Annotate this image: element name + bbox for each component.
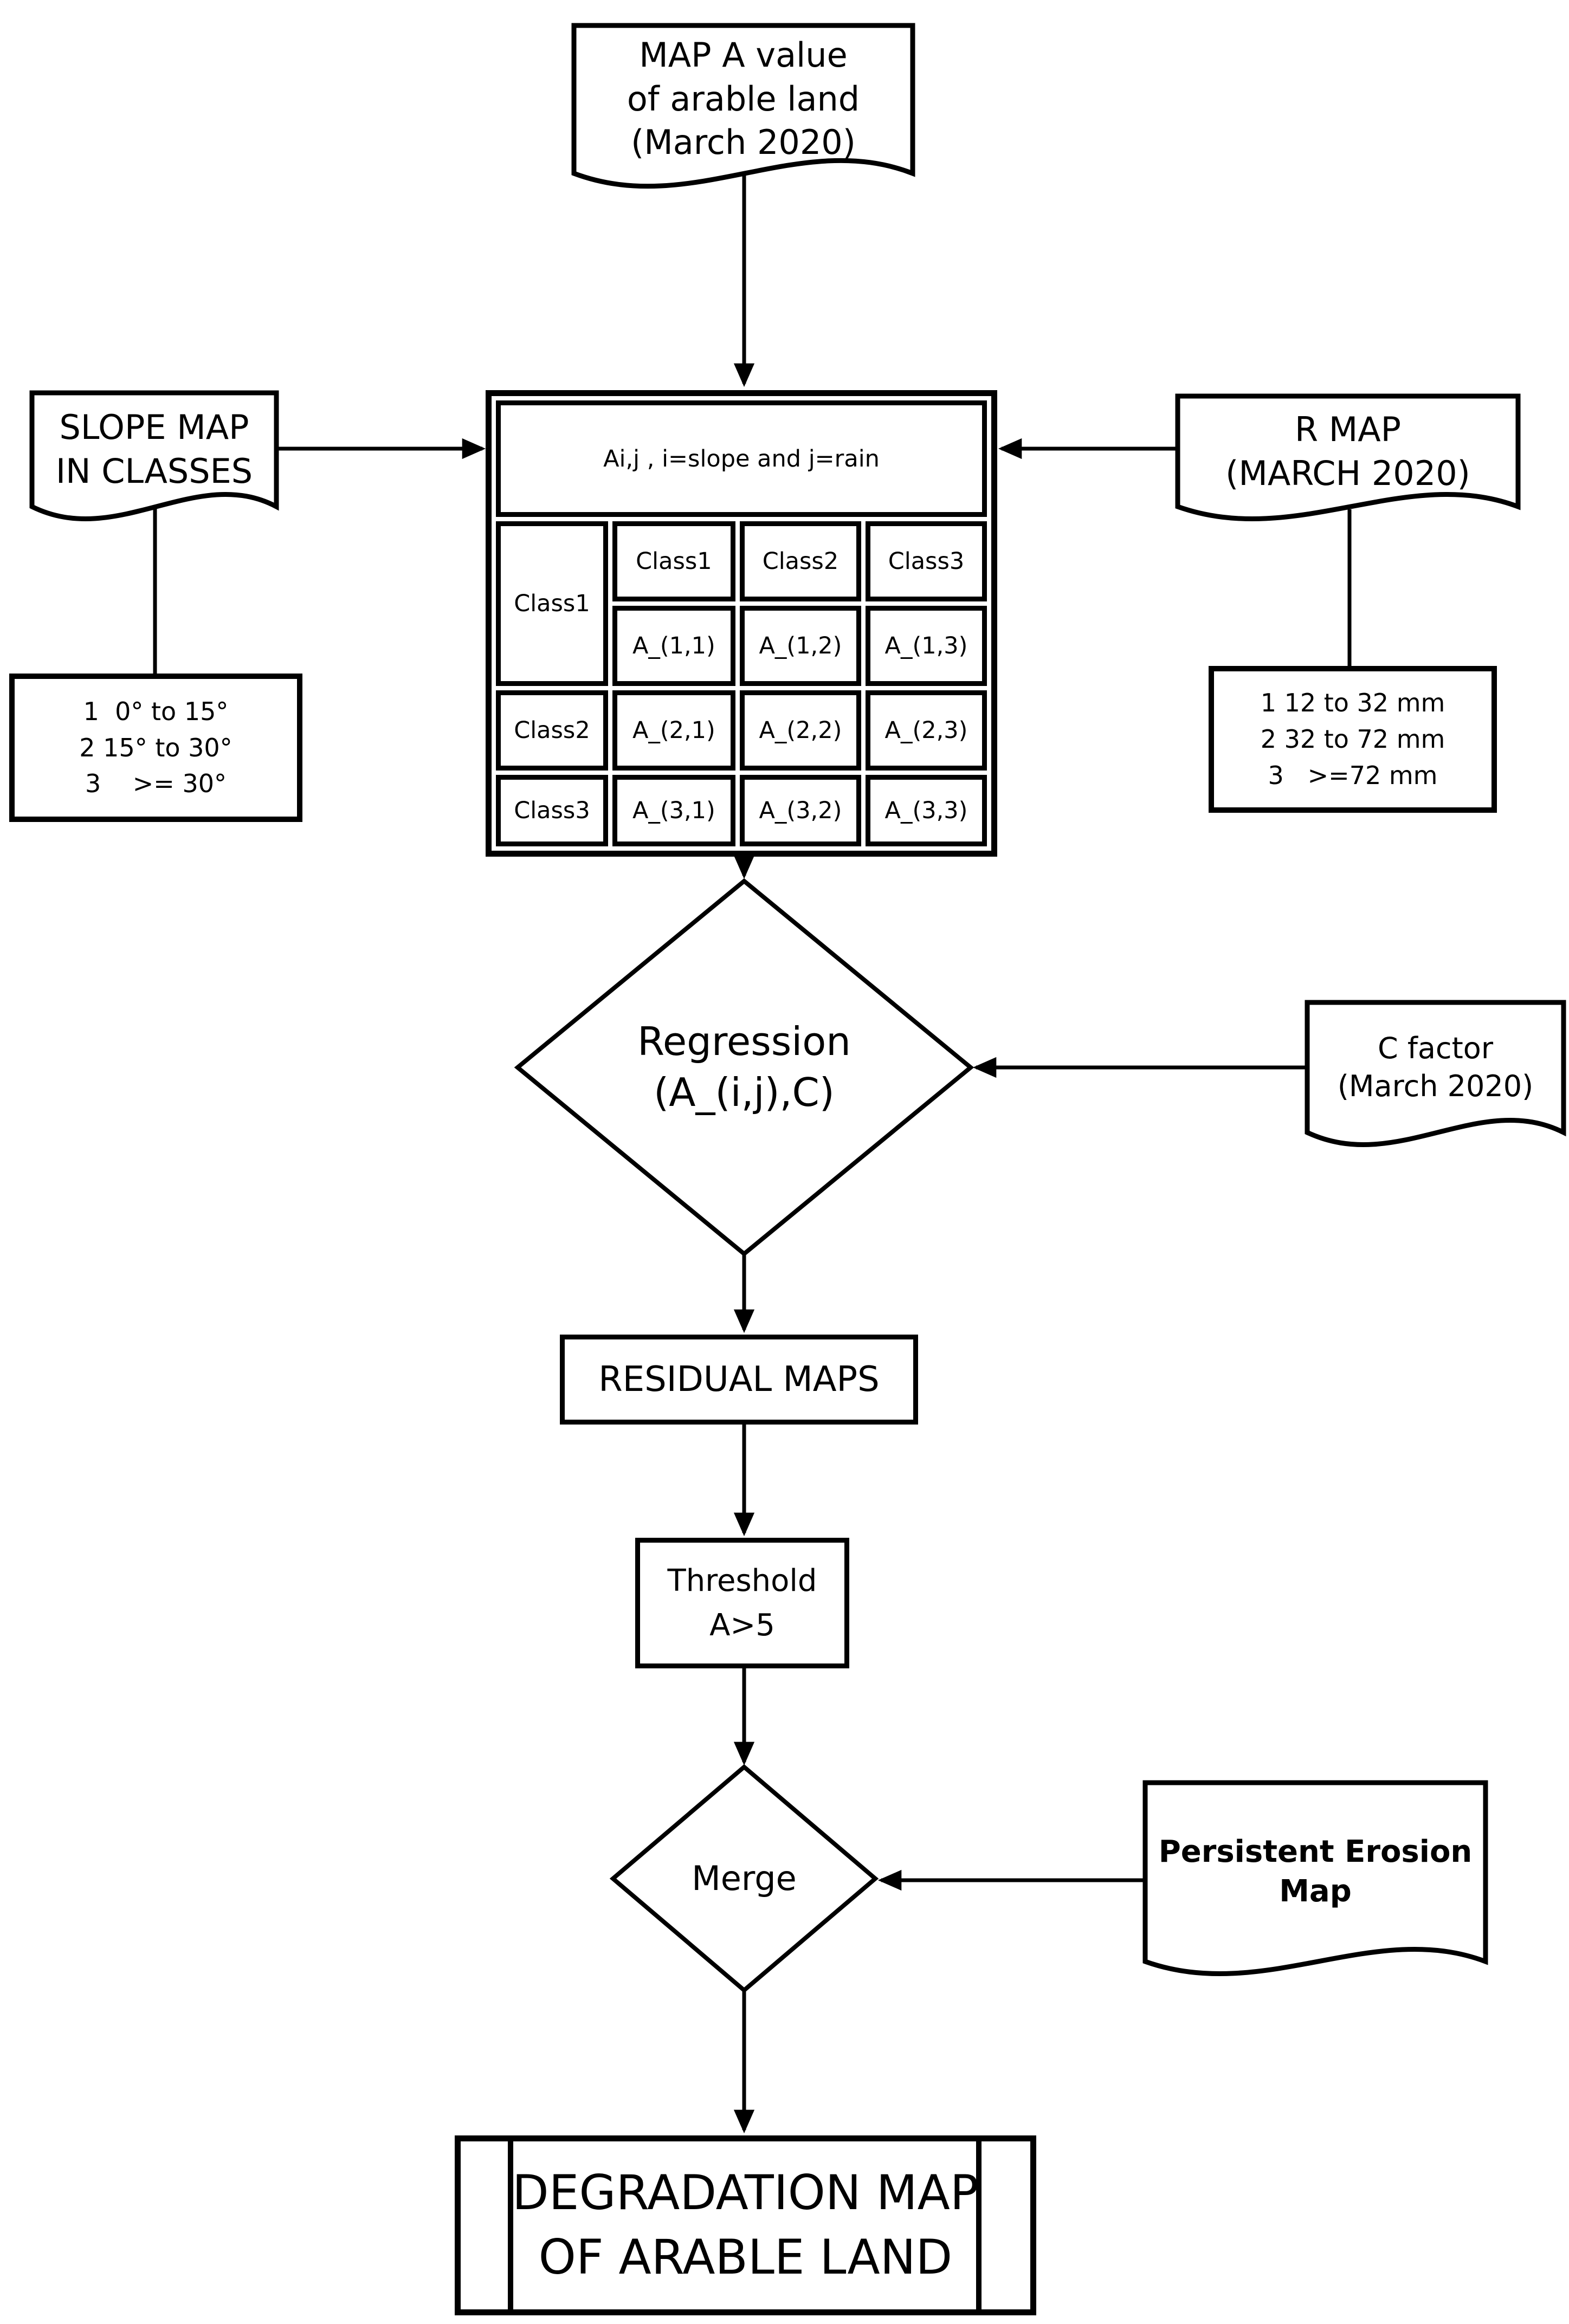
degradation-label: DEGRADATION MAP OF ARABLE LAND [512,2165,979,2285]
c-factor-label: C factor (March 2020) [1337,1031,1534,1103]
slope-map-label: SLOPE MAP IN CLASSES [55,407,253,491]
merge-label: Merge [692,1858,797,1898]
persistent-erosion-label: Persistent Erosion Map [1158,1834,1473,1909]
matrix-cell: A_(2,2) [739,690,861,771]
matrix-table: Ai,j , i=slope and j=rain Class1 Class1 … [486,390,997,857]
matrix-col-label: Class3 [865,521,987,601]
matrix-cell: A_(2,3) [865,690,987,771]
persistent-erosion-doc [1142,1780,1488,1976]
slope-classes-box: 1 0° to 15° 2 15° to 30° 3 >= 30° [9,674,302,822]
matrix-title-cell: Ai,j , i=slope and j=rain [496,400,987,517]
r-map-label: R MAP (MARCH 2020) [1225,410,1470,493]
degradation-box-left-bar [508,2141,513,2309]
regression-diamond [514,878,974,1257]
matrix-cell: A_(1,2) [739,606,861,686]
matrix-cell: A_(1,1) [612,606,735,686]
matrix-row-label: Class1 [496,521,608,686]
rain-classes-box: 1 12 to 32 mm 2 32 to 72 mm 3 >=72 mm [1209,666,1497,813]
map-a-doc [571,23,915,189]
r-map-doc [1175,393,1521,521]
map-a-label: MAP A value of arable land (March 2020) [627,35,860,163]
matrix-cell: A_(1,3) [865,606,987,686]
matrix-cell: A_(3,1) [612,775,735,846]
matrix-col-label: Class1 [612,521,735,601]
degradation-box-right-bar [976,2141,982,2309]
residual-maps-box: RESIDUAL MAPS [560,1335,918,1425]
merge-diamond [609,1764,879,1993]
matrix-col-label: Class2 [739,521,861,601]
matrix-cell: A_(3,3) [865,775,987,846]
matrix-cell: A_(3,2) [739,775,861,846]
matrix-row-label: Class2 [496,690,608,771]
matrix-cell: A_(2,1) [612,690,735,771]
threshold-box: Threshold A>5 [635,1538,849,1668]
matrix-row-label: Class3 [496,775,608,846]
slope-map-doc [29,390,279,522]
c-factor-doc [1305,1000,1566,1148]
regression-label: Regression (A_(i,j),C) [637,1019,851,1115]
degradation-box: DEGRADATION MAP OF ARABLE LAND [455,2135,1036,2315]
